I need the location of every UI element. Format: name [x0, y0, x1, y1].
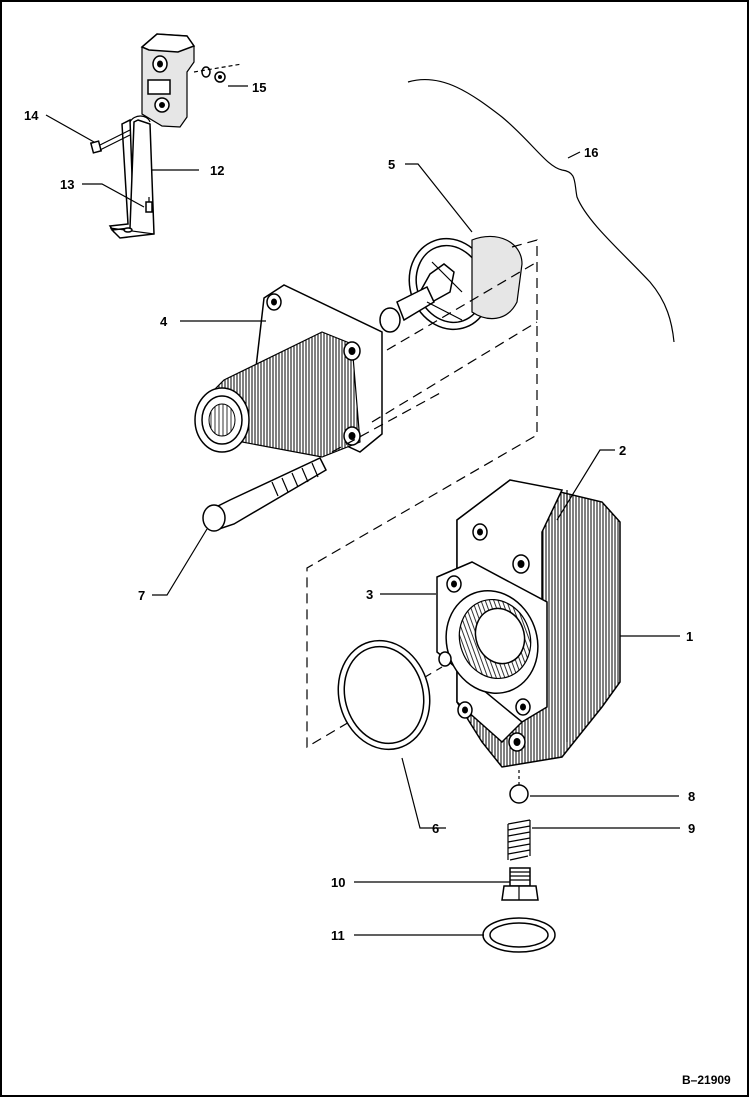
callout-3: 3: [366, 587, 373, 602]
callout-6: 6: [432, 821, 439, 836]
screw-13: [145, 197, 153, 213]
thermostat-housing-4: [194, 284, 383, 458]
washer-11: [482, 917, 556, 953]
callout-15: 15: [252, 80, 266, 95]
callout-12: 12: [210, 163, 224, 178]
leader-lines: [45, 85, 680, 936]
callout-8: 8: [688, 789, 695, 804]
callout-13: 13: [60, 177, 74, 192]
callout-4: 4: [160, 314, 168, 329]
callout-2: 2: [619, 443, 626, 458]
bolt-14: [89, 129, 131, 154]
spring-9: [507, 819, 531, 861]
bracket-12: [108, 115, 155, 239]
nut-15: [214, 71, 226, 83]
callout-14: 14: [24, 108, 39, 123]
callout-1: 1: [686, 629, 693, 644]
plug-10: [501, 867, 539, 901]
callout-16: 16: [584, 145, 598, 160]
figure-number: B–21909: [682, 1073, 731, 1087]
main-housing-1: [436, 479, 621, 768]
callout-10: 10: [331, 875, 345, 890]
o-ring-6: [337, 639, 431, 751]
bolt-7: [202, 457, 327, 532]
ball-8: [509, 784, 529, 804]
callout-5: 5: [388, 157, 395, 172]
thermostat-5: [379, 235, 523, 333]
callout-11: 11: [331, 928, 345, 943]
sensor-switch-assembly: [140, 33, 211, 128]
alignment-dashes: [306, 239, 538, 749]
callout-9: 9: [688, 821, 695, 836]
callout-7: 7: [138, 588, 145, 603]
break-line-16: [407, 78, 675, 343]
